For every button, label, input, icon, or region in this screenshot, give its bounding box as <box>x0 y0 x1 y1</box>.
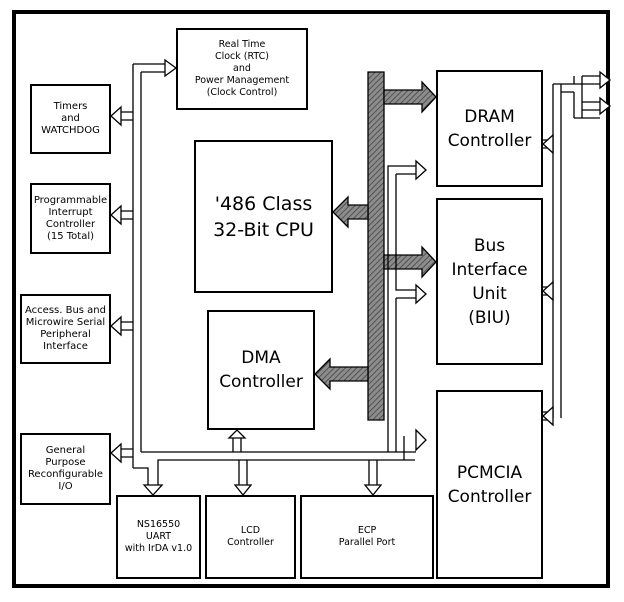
biu-label: Bus Interface Unit (BIU) <box>451 235 528 328</box>
bus-branch-lcd <box>238 460 248 485</box>
internal-bus <box>314 71 437 421</box>
arrow-to-gpio <box>110 442 122 464</box>
arrow-to-uart <box>142 484 164 496</box>
arrow-to-pcmcia-control <box>415 428 427 452</box>
arrow-to-biu-control <box>415 283 427 305</box>
arrow-external-out-1 <box>599 70 612 90</box>
pcmcia-label: PCMCIA Controller <box>447 462 532 507</box>
uart-label: NS16550 UART with IrDA v1.0 <box>124 519 193 554</box>
bus-arrow-to-dram <box>383 80 437 114</box>
biu-block: Bus Interface Unit (BIU) <box>436 198 543 365</box>
arrow-to-rtc <box>164 58 178 78</box>
left-vertical-bus <box>132 63 165 468</box>
lcd-label: LCD Controller <box>227 525 274 548</box>
cpu-block: '486 Class 32-Bit CPU <box>194 140 333 293</box>
lcd-block: LCD Controller <box>205 495 296 579</box>
cpu-label: '486 Class 32-Bit CPU <box>213 192 314 241</box>
arrow-to-lcd <box>233 484 253 497</box>
arrow-external-out-2 <box>599 96 612 116</box>
arrow-dram-to-ext <box>542 133 554 155</box>
bus-branch-ecp <box>368 460 378 485</box>
timers-label: Timers and WATCHDOG <box>41 101 100 136</box>
arrow-to-dma-up <box>227 429 247 439</box>
rtc-label: Real Time Clock (RTC) and Power Manageme… <box>194 39 290 98</box>
ecp-label: ECP Parallel Port <box>338 525 396 548</box>
dma-label: DMA Controller <box>219 348 303 392</box>
bus-arrow-to-dma <box>314 357 369 391</box>
access-bus-label: Access. Bus and Microwire Serial Periphe… <box>25 305 106 352</box>
bus-branch-dma <box>232 438 242 452</box>
arrow-to-pic <box>110 204 122 226</box>
bus-arrowheads <box>110 58 612 497</box>
ecp-block: ECP Parallel Port <box>300 495 434 579</box>
uart-block: NS16550 UART with IrDA v1.0 <box>116 495 201 579</box>
external-bus <box>543 75 600 421</box>
arrow-biu-to-ext <box>542 280 554 302</box>
rtc-block: Real Time Clock (RTC) and Power Manageme… <box>176 28 308 110</box>
dram-block: DRAM Controller <box>436 70 543 187</box>
pcmcia-block: PCMCIA Controller <box>436 390 543 579</box>
arrow-pcmcia-to-ext <box>542 405 554 427</box>
pic-label: Programmable Interrupt Controller (15 To… <box>33 194 108 242</box>
access-bus-block: Access. Bus and Microwire Serial Periphe… <box>20 294 111 364</box>
dram-label: DRAM Controller <box>447 106 532 151</box>
bottom-horizontal-bus <box>133 165 416 485</box>
arrow-to-ecp <box>363 484 383 497</box>
pic-block: Programmable Interrupt Controller (15 To… <box>30 183 111 254</box>
arrow-to-dram-control <box>415 159 427 181</box>
timers-block: Timers and WATCHDOG <box>30 84 111 154</box>
gpio-block: General Purpose Reconfigurable I/O <box>20 433 111 505</box>
gpio-label: General Purpose Reconfigurable I/O <box>27 445 104 492</box>
arrow-to-timers <box>110 105 122 127</box>
bus-arrow-to-cpu <box>332 195 369 229</box>
arrow-to-access-bus <box>110 315 122 337</box>
internal-bus-trunk <box>367 71 385 421</box>
dma-block: DMA Controller <box>207 310 315 430</box>
bus-branches-left <box>121 111 133 458</box>
bus-arrow-to-biu <box>383 245 437 279</box>
